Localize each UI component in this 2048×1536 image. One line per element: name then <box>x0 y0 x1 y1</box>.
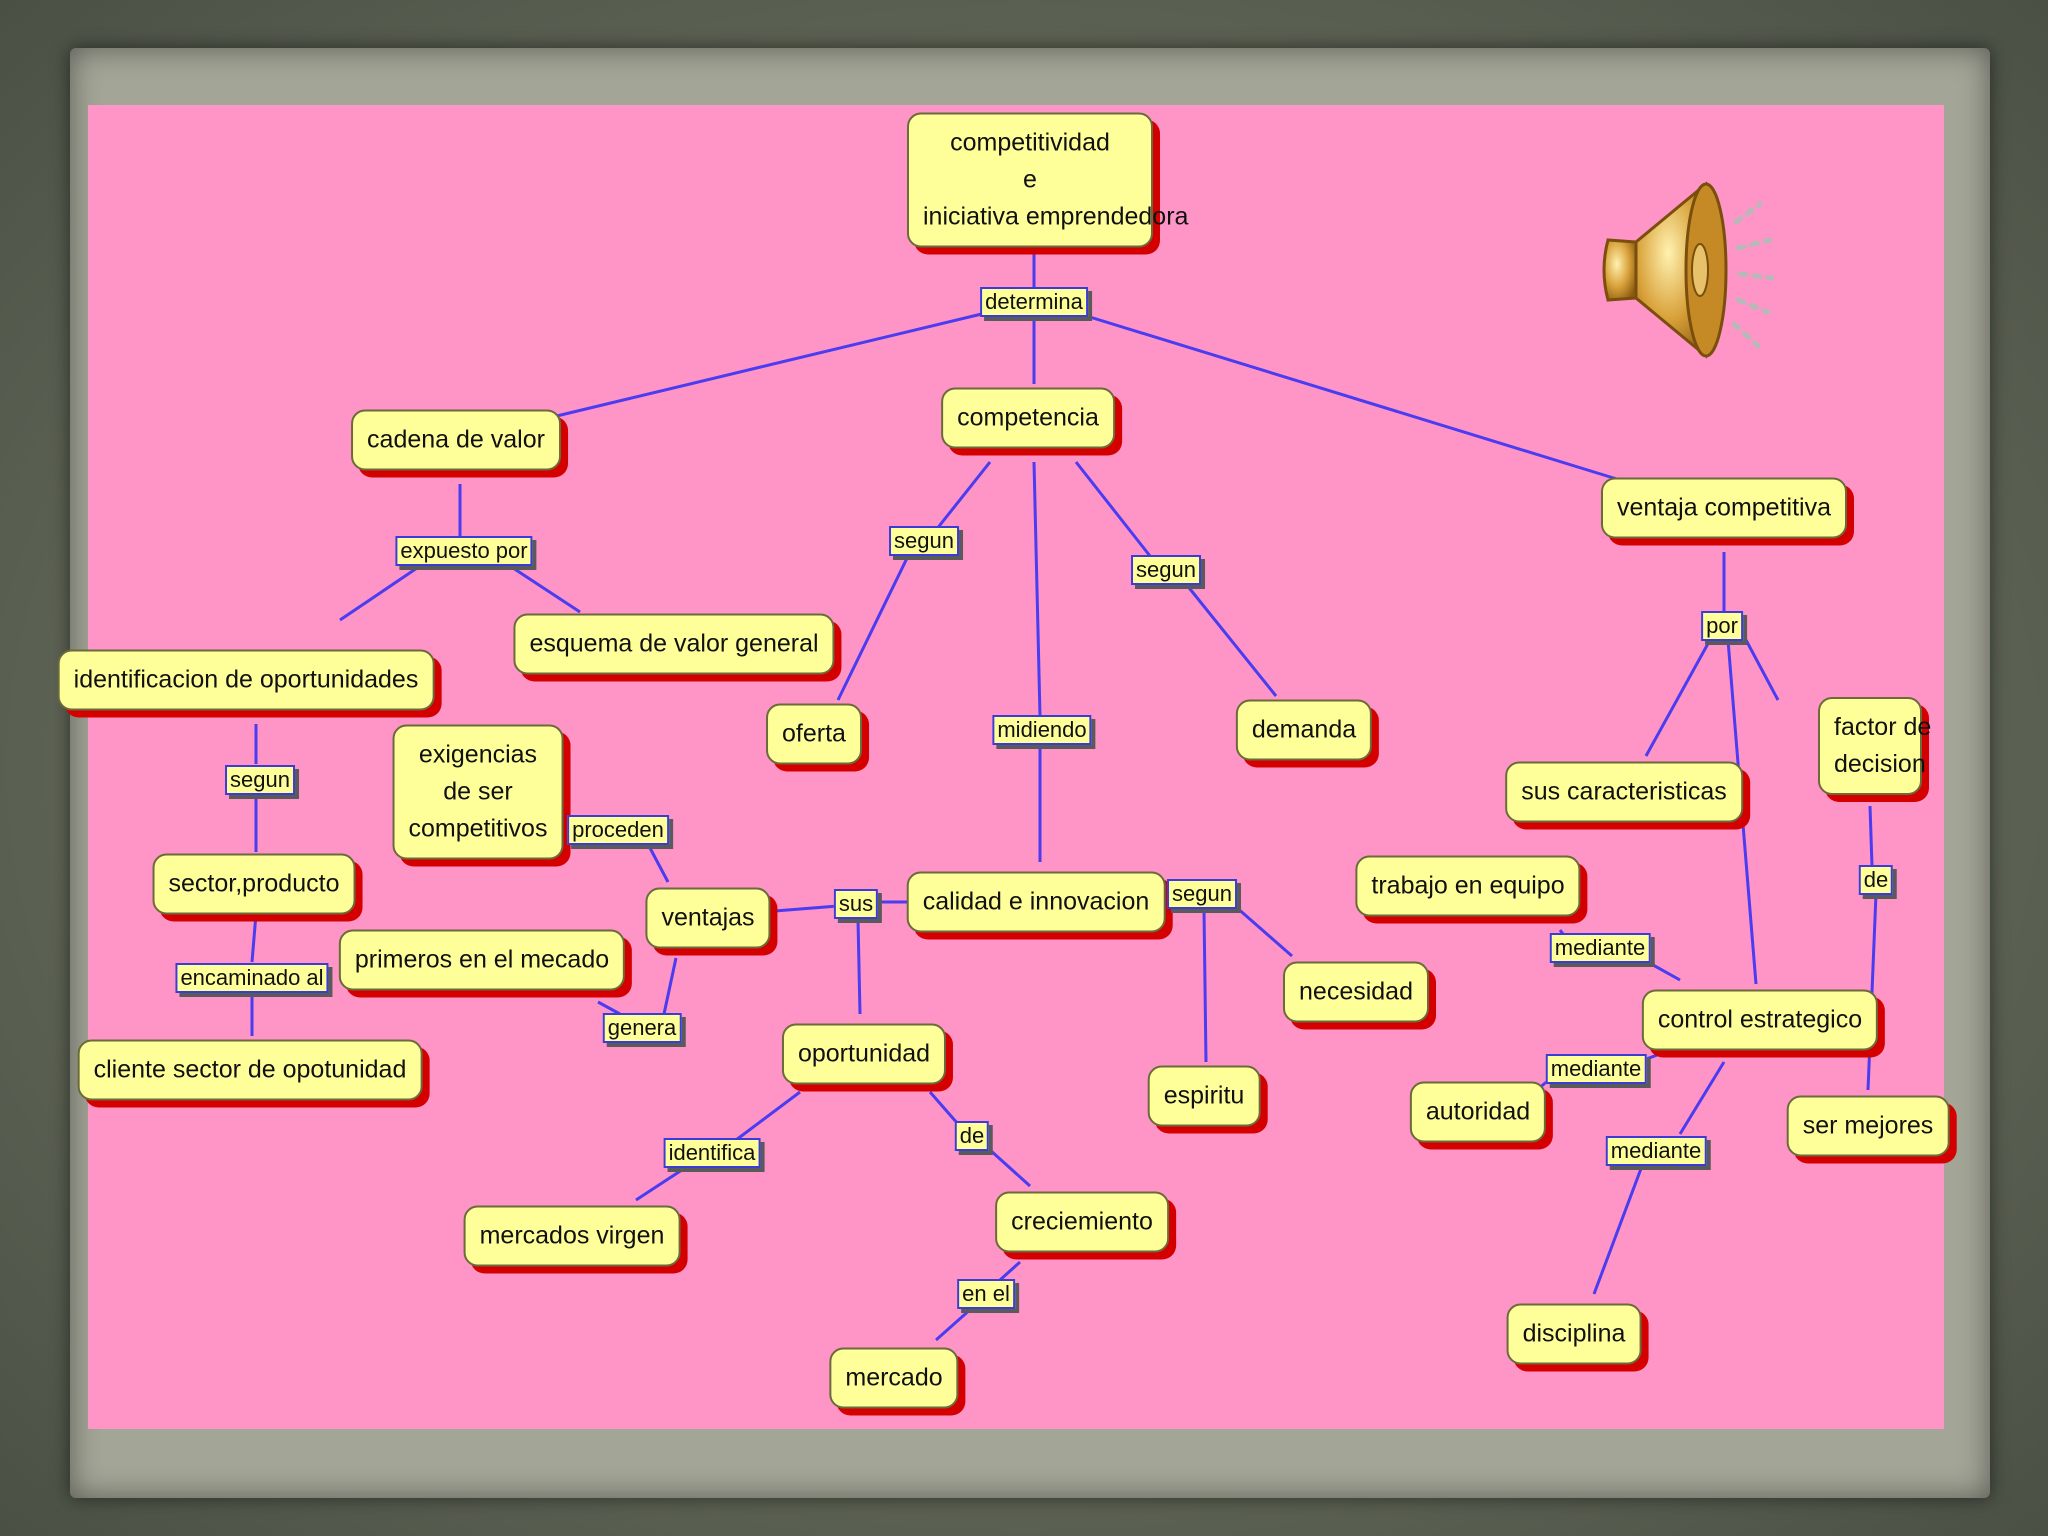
node-sus-caracteristicas: sus caracteristicas <box>1505 761 1743 823</box>
node-competitividad: competitividad e iniciativa emprendedora <box>907 112 1188 248</box>
node-cadena-de-valor: cadena de valor <box>351 409 561 471</box>
node-disciplina: disciplina <box>1506 1303 1642 1365</box>
node-trabajo-en-equipo: trabajo en equipo <box>1355 855 1581 917</box>
connector-line <box>1202 909 1208 1063</box>
connector-line <box>1184 583 1278 697</box>
link-label-de-ventaja: de <box>1858 865 1894 895</box>
link-label-sus: sus <box>833 889 879 919</box>
connector-line <box>1227 898 1293 958</box>
link-label-encaminado-al: encaminado al <box>175 963 329 993</box>
connector-line <box>836 551 912 701</box>
node-mercado: mercado <box>829 1347 959 1409</box>
node-control-estrategico: control estrategico <box>1641 989 1879 1051</box>
node-esquema-de-valor-general: esquema de valor general <box>513 613 835 675</box>
node-mercados-virgen: mercados virgen <box>463 1205 681 1267</box>
node-oferta: oferta <box>766 703 862 765</box>
node-oportunidad: oportunidad <box>781 1023 947 1085</box>
link-label-identifica: identifica <box>663 1138 761 1168</box>
node-ventajas: ventajas <box>645 887 771 949</box>
node-autoridad: autoridad <box>1409 1081 1547 1143</box>
connector-line <box>928 1091 960 1125</box>
node-ventaja-competitiva: ventaja competitiva <box>1600 477 1848 539</box>
link-label-segun-calidad: segun <box>1167 879 1237 909</box>
connector-line <box>250 913 258 963</box>
connector-line <box>735 1090 801 1142</box>
link-label-midiendo: midiendo <box>992 715 1092 745</box>
connector-line <box>998 1260 1022 1282</box>
connector-line <box>1744 639 1780 701</box>
node-primeros-en-el-mecado: primeros en el mecado <box>338 929 626 991</box>
node-creciemiento: creciemiento <box>995 1191 1169 1253</box>
node-competencia: competencia <box>941 387 1115 449</box>
connector-line <box>935 1306 973 1342</box>
connector-line <box>1643 958 1681 982</box>
node-espiritu: espiritu <box>1147 1065 1261 1127</box>
node-cliente-sector-de-opotunidad: cliente sector de opotunidad <box>77 1039 423 1101</box>
node-sector-producto: sector,producto <box>152 853 356 915</box>
connector-line <box>1644 639 1712 757</box>
node-necesidad: necesidad <box>1283 961 1429 1023</box>
node-identificacion-de-oportunidades: identificacion de oportunidades <box>57 649 435 711</box>
connector-line <box>635 1164 689 1202</box>
link-label-mediante-trabajo: mediante <box>1549 933 1651 963</box>
link-label-segun-oferta: segun <box>889 526 959 556</box>
node-calidad-e-innovacion: calidad e innovacion <box>906 871 1166 933</box>
connector-line <box>1868 805 1874 867</box>
connector-line <box>648 847 670 883</box>
link-label-proceden: proceden <box>567 815 669 845</box>
connector-line <box>1592 1165 1644 1295</box>
connector-line <box>539 310 991 422</box>
node-demanda: demanda <box>1235 699 1373 761</box>
connector-line <box>934 461 992 531</box>
connector-line <box>509 564 581 614</box>
link-label-por: por <box>1701 611 1743 641</box>
link-label-genera: genera <box>602 1013 682 1043</box>
connector-line <box>1079 312 1621 482</box>
node-exigencias-de-ser-competitivos: exigencias de ser competitivos <box>392 724 564 860</box>
link-label-mediante-disciplina: mediante <box>1605 1136 1707 1166</box>
connector-line <box>988 1148 1032 1188</box>
speaker-icon[interactable] <box>1588 170 1788 370</box>
link-label-de-crecimiento: de <box>954 1121 990 1151</box>
node-ser-mejores: ser mejores <box>1786 1095 1950 1157</box>
node-factor-de-decision: factor de decision <box>1818 697 1931 795</box>
link-label-mediante-autoridad: mediante <box>1545 1054 1647 1084</box>
connector-line <box>1032 461 1042 717</box>
connector-line <box>597 1000 621 1016</box>
link-label-determina: determina <box>980 287 1088 317</box>
link-label-en-el: en el <box>957 1279 1015 1309</box>
link-label-segun-sector: segun <box>225 765 295 795</box>
connector-line <box>1074 461 1152 557</box>
link-label-segun-demanda: segun <box>1131 555 1201 585</box>
connector-line <box>339 564 421 622</box>
connector-line <box>662 957 678 1015</box>
connector-line <box>856 919 862 1015</box>
connector-line <box>1678 1061 1726 1135</box>
link-label-expuesto-por: expuesto por <box>395 536 533 566</box>
connector-line <box>761 904 839 914</box>
